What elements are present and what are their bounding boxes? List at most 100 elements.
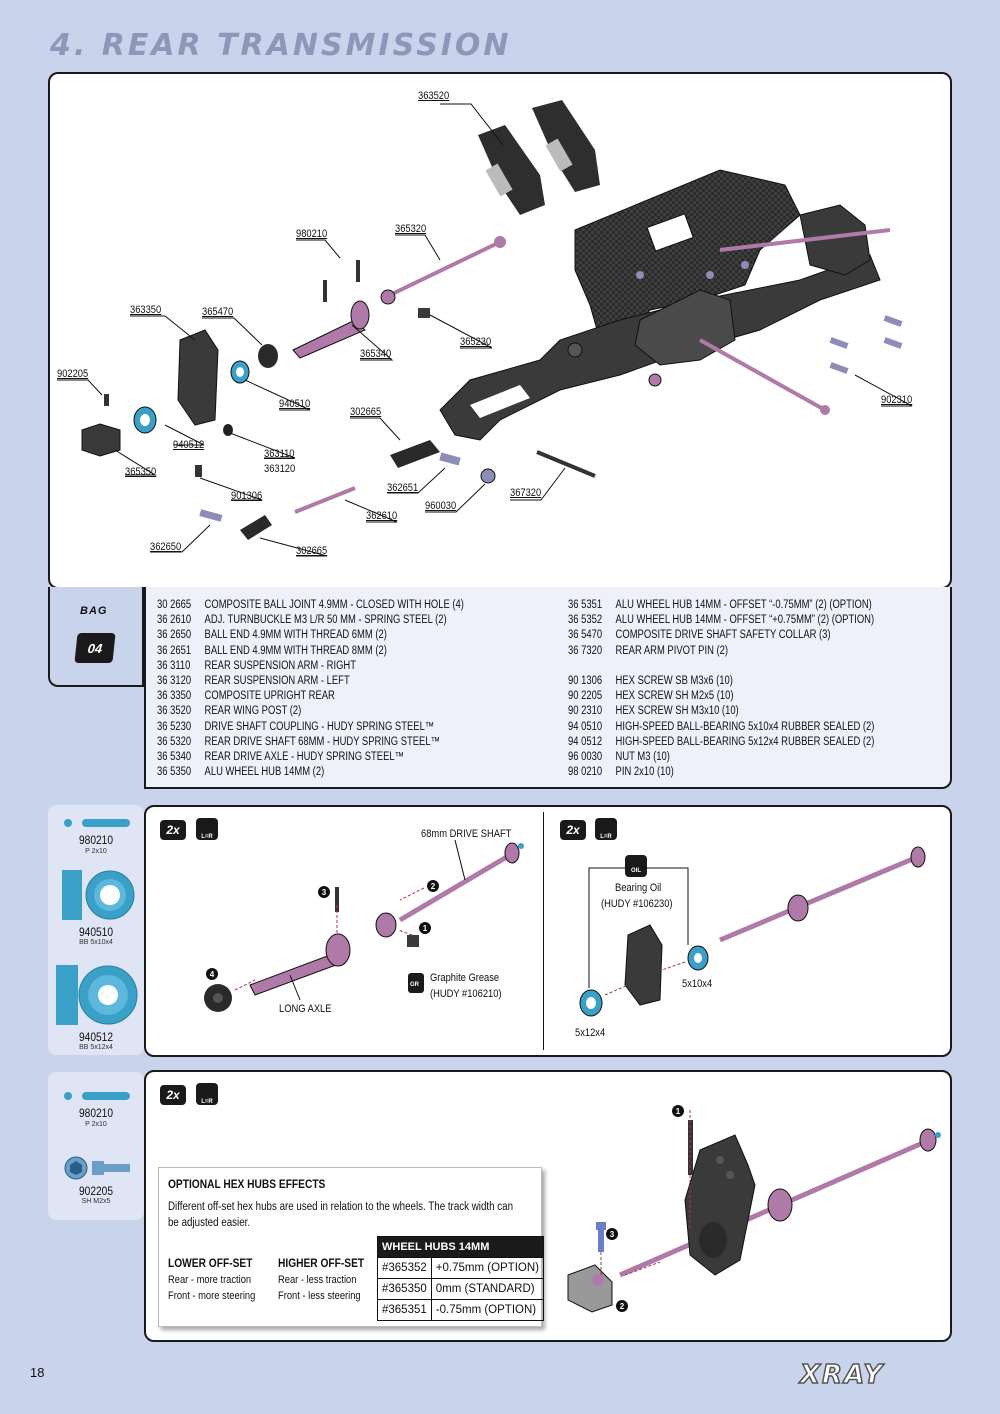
info-text: Different off-set hex hubs are used in r… [168,1201,514,1229]
step-divider [543,812,544,1050]
step2-oil-label: Bearing Oil [615,882,662,894]
step1-grease-label: Graphite Grease [430,972,500,984]
wheel-hubs-table: WHEEL HUBS 14MM #365352+0.75mm (OPTION) … [377,1236,544,1321]
label-901306: 901306 [231,490,263,502]
label-367320: 367320 [510,487,542,499]
higher-offset-line-1: Rear - less traction [278,1274,357,1286]
label-980210: 980210 [296,228,328,240]
label-365350: 365350 [125,466,157,478]
step1-number-2: 2 [427,880,439,892]
sidebar1-sub-940512: BB 5x12x4 [79,1044,113,1051]
step2-qty-badge: 2x [560,820,586,840]
step1-number-4: 4 [206,968,218,980]
label-363110: 363110 [264,448,295,460]
sidebar1-sub-980210: P 2x10 [85,848,107,855]
bag-number-badge: 04 [74,633,116,663]
label-362650: 362650 [150,541,182,553]
step3-qty-badge: 2x [160,1085,186,1105]
parts-list-area [144,587,952,789]
step1-lr-badge: L=R [196,818,218,840]
step3-number-1: 1 [672,1105,684,1117]
sidebar1-part-icons [56,819,138,1025]
step1-long-axle-label: LONG AXLE [279,1003,332,1015]
sidebar1-code-980210: 980210 [78,833,114,847]
bag-label: BAG [80,605,108,617]
step3-lr-badge: L=R [196,1083,218,1105]
leader-lines [57,103,913,557]
label-960030: 960030 [425,500,457,512]
sidebar2-code-980210: 980210 [78,1106,114,1120]
sidebar2-code-902205: 902205 [78,1184,114,1198]
step2-bearing-5x10x4: 5x10x4 [682,978,713,990]
higher-offset-line-2: Front - less steering [278,1290,361,1302]
label-365320: 365320 [395,223,427,235]
label-363520: 363520 [418,90,450,102]
table-row: #365352+0.75mm (OPTION) [377,1257,544,1279]
label-363350: 363350 [130,304,162,316]
step2-bearing-5x12x4: 5x12x4 [575,1027,606,1039]
label-362651: 362651 [387,482,419,494]
steps-1-2-panel [144,805,952,1057]
step2-oil-ref: (HUDY #106230) [601,898,673,910]
sidebar1-sub-940510: BB 5x10x4 [79,939,113,946]
step2-lr-badge: L=R [595,818,617,840]
exploded-view-drawing [57,100,913,557]
wheel-hubs-table-header: WHEEL HUBS 14MM [377,1236,544,1258]
step1-number-3: 3 [318,886,330,898]
sidebar2-sub-980210: P 2x10 [85,1121,107,1128]
info-title: OPTIONAL HEX HUBS EFFECTS [168,1177,326,1191]
sidebar1-code-940510: 940510 [78,925,114,939]
left-side-parts [81,236,596,540]
sidebar2-sub-902205: SH M2x5 [81,1198,111,1205]
step3-drawing [567,1110,941,1313]
label-302665-upper: 302665 [350,406,382,418]
label-902205: 902205 [57,368,89,380]
step1-qty-badge: 2x [160,820,186,840]
step3-number-2: 2 [616,1300,628,1312]
step1-number-1: 1 [419,922,431,934]
screw-902310-set [829,315,903,374]
step2-drawing [579,846,926,1017]
step3-number-3: 3 [606,1228,618,1240]
brand-logo: XRAY [799,1359,885,1391]
label-940512: 940512 [173,439,205,451]
oil-icon: OIL [631,868,641,874]
label-302665-lower: 302665 [296,545,328,557]
table-row: #365351-0.75mm (OPTION) [377,1299,544,1321]
label-365230: 365230 [460,336,492,348]
grease-icon: GR [410,982,419,988]
page-title: 4. REAR TRANSMISSION [50,28,512,63]
sidebar2-part-icons [64,1092,130,1180]
label-365340: 365340 [360,348,392,360]
sidebar1-code-940512: 940512 [78,1030,114,1044]
lower-offset-heading: LOWER OFF-SET [168,1256,253,1270]
label-363120: 363120 [264,463,296,475]
label-365470: 365470 [202,306,234,318]
label-902310: 902310 [881,394,913,406]
step1-grease-ref: (HUDY #106210) [430,988,502,1000]
chassis-assembly [439,169,891,441]
higher-offset-heading: HIGHER OFF-SET [278,1256,365,1270]
